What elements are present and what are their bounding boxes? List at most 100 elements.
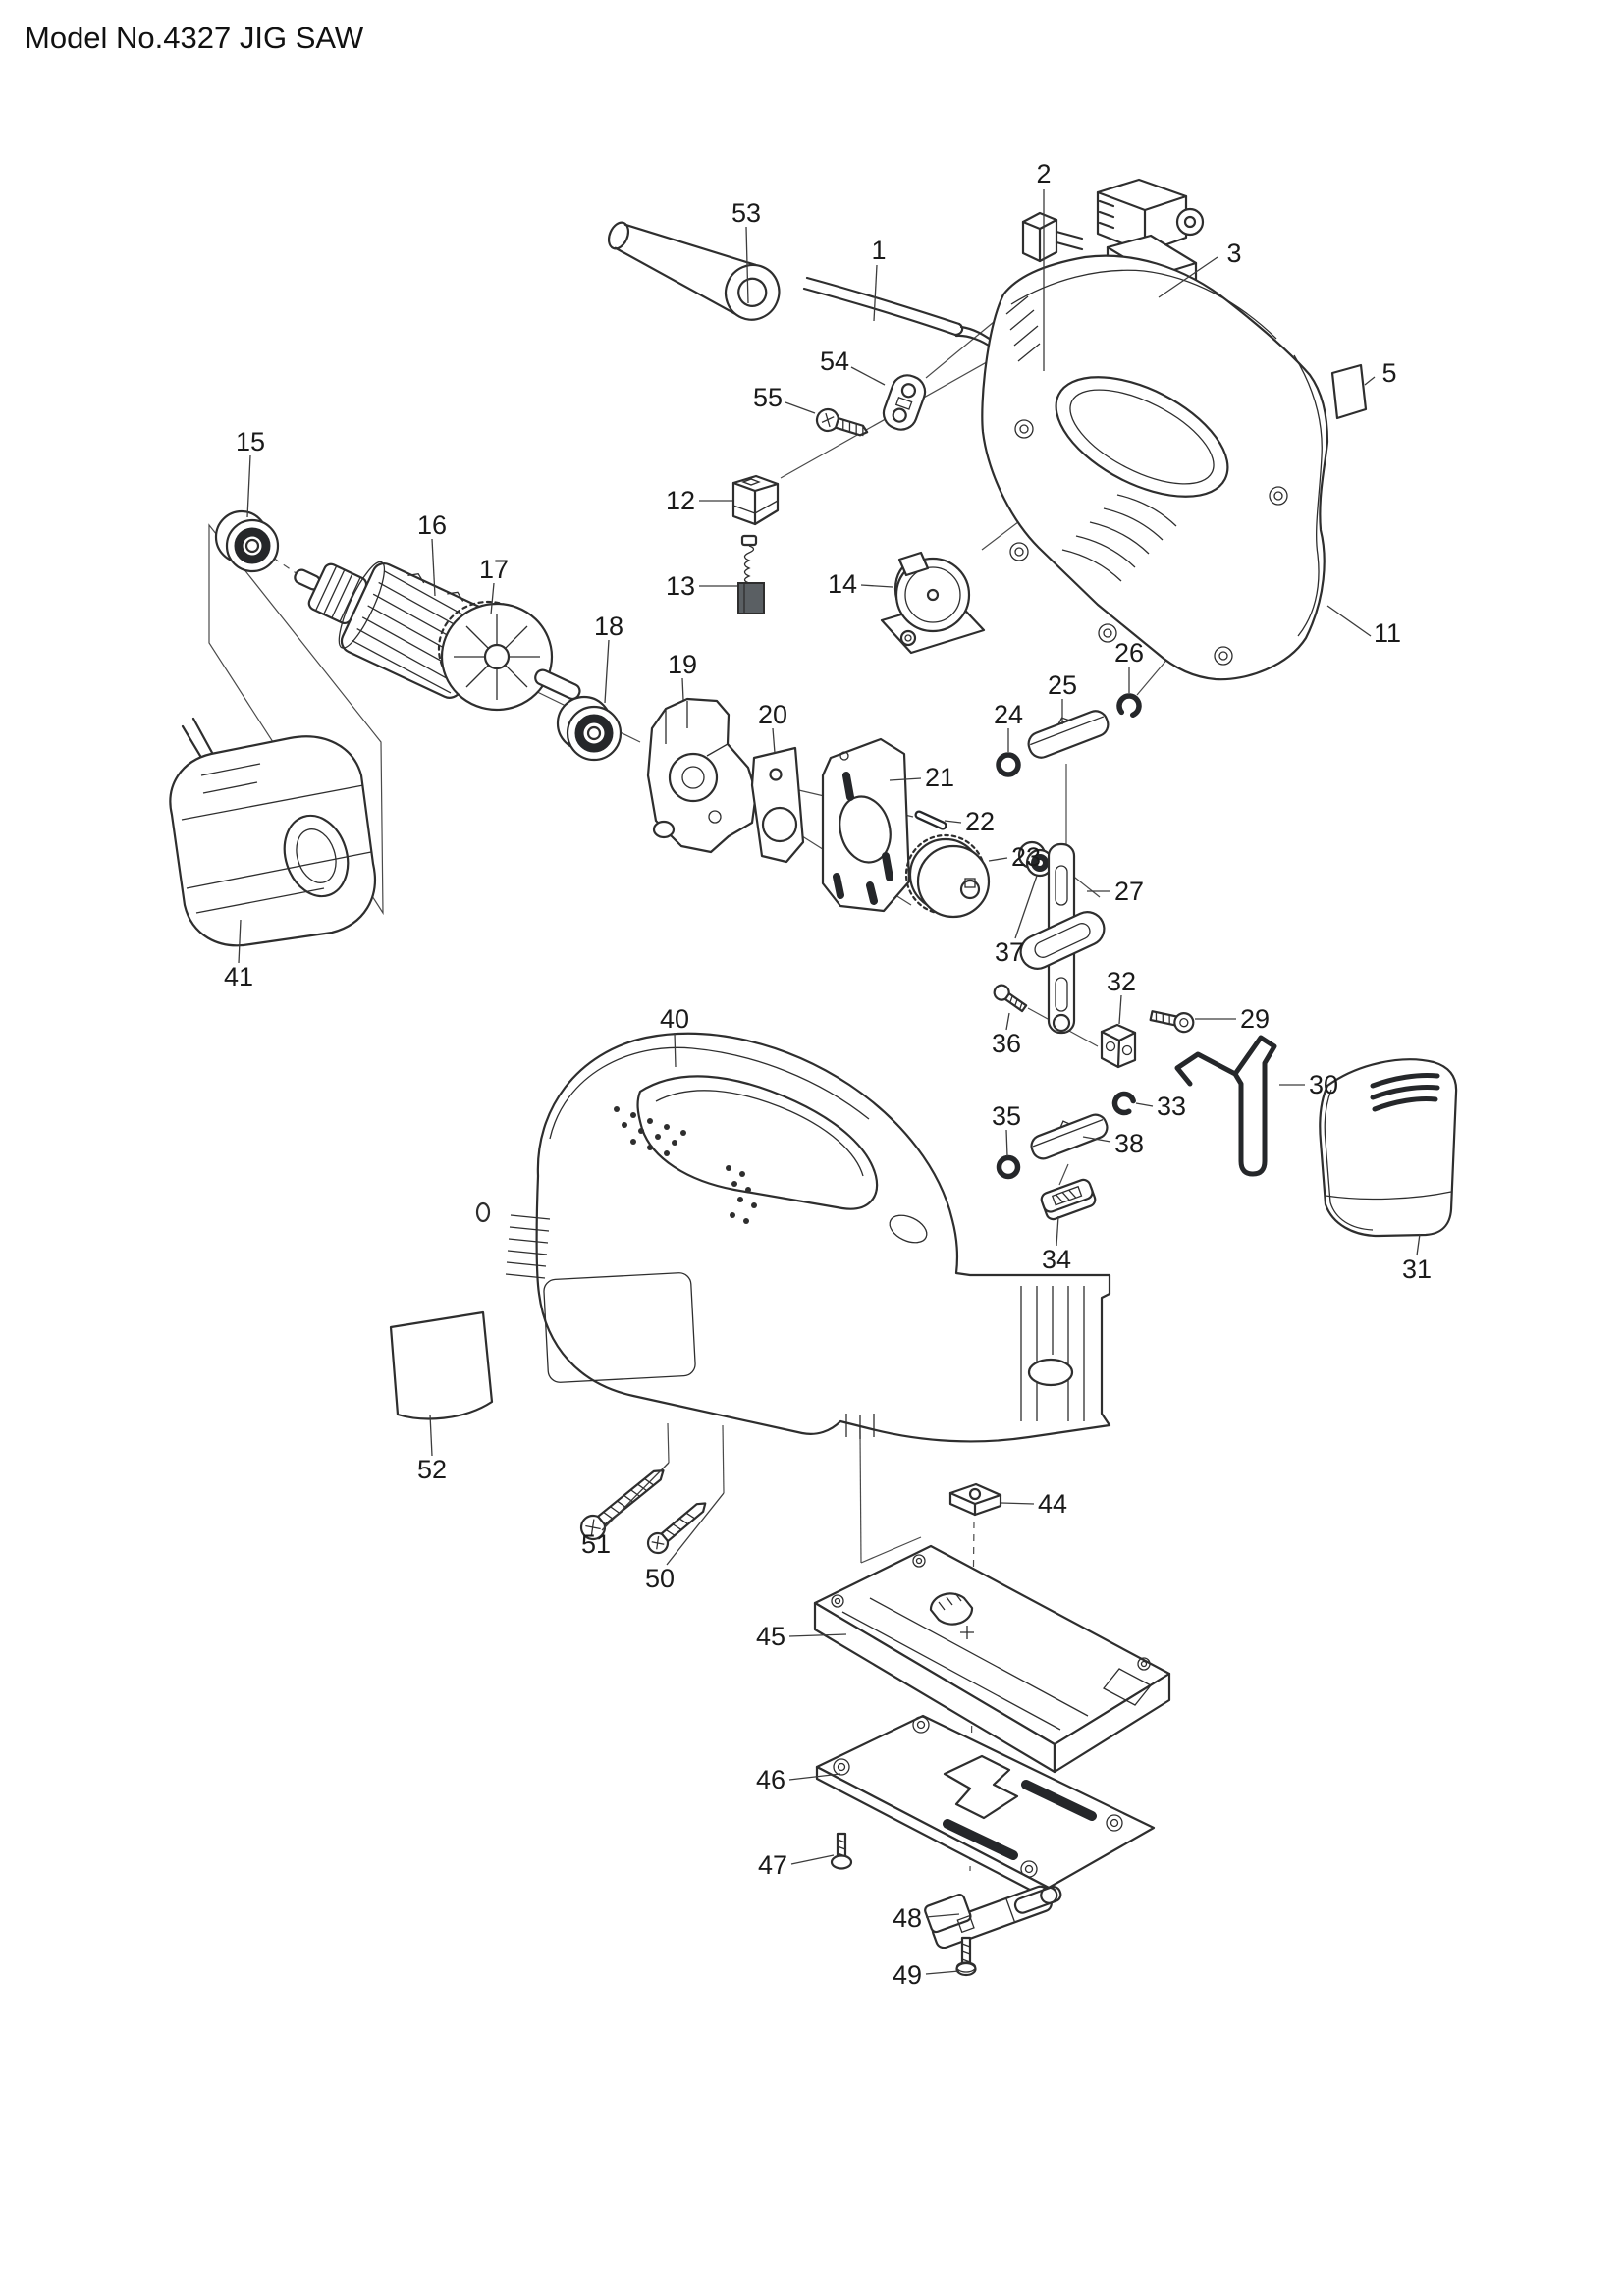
callout-32: 32	[1107, 967, 1136, 996]
callout-17: 17	[479, 555, 509, 584]
callout-20: 20	[758, 700, 787, 729]
leader-line-20	[772, 727, 776, 754]
part-13-carbon-brush-drawing	[737, 534, 765, 614]
callout-19: 19	[668, 650, 697, 679]
leader-line-19	[681, 677, 684, 701]
part-36-screw-drawing	[993, 984, 1028, 1013]
callout-47: 47	[758, 1850, 787, 1880]
leader-line-53	[745, 226, 749, 304]
leader-line-33	[1135, 1102, 1154, 1107]
callout-35: 35	[992, 1101, 1021, 1131]
callout-11: 11	[1374, 618, 1401, 648]
part-21-bearing-plate-drawing	[821, 737, 911, 913]
part-53-cord-guard-drawing	[607, 221, 781, 321]
leader-line-40	[674, 1032, 677, 1068]
callout-30: 30	[1309, 1070, 1338, 1099]
callout-13: 13	[666, 571, 695, 601]
leader-line-5	[1364, 376, 1376, 386]
part-2-terminal-drawing	[1021, 211, 1084, 263]
callout-27: 27	[1114, 877, 1144, 906]
callout-2: 2	[1036, 159, 1051, 188]
part-31-cover-drawing	[1319, 1058, 1458, 1238]
part-35-oring-drawing	[996, 1154, 1021, 1180]
callout-16: 16	[417, 510, 447, 540]
part-22-pin-drawing	[914, 810, 947, 830]
callout-55: 55	[753, 383, 783, 412]
part-37-bushing-drawing	[1017, 840, 1055, 878]
part-20-plate-drawing	[750, 746, 805, 864]
leader-line-41	[238, 919, 242, 964]
callout-34: 34	[1042, 1245, 1071, 1274]
part-49-screw-drawing	[955, 1936, 977, 1977]
leader-line-52	[429, 1414, 433, 1457]
callout-33: 33	[1157, 1092, 1186, 1121]
leader-line-15	[246, 454, 251, 518]
part-48-holder-drawing	[924, 1885, 1062, 1949]
callout-38: 38	[1114, 1129, 1144, 1158]
part-33-ring-drawing	[1111, 1091, 1137, 1116]
leader-line-32	[1118, 994, 1122, 1025]
part-38-slider-drawing	[1030, 1113, 1109, 1160]
callout-18: 18	[594, 612, 623, 641]
part-47-screw-drawing	[830, 1832, 853, 1870]
callout-22: 22	[965, 807, 995, 836]
part-27-lever-drawing	[1019, 842, 1106, 1035]
part-55-screw-drawing	[815, 407, 869, 437]
part-19-gear-housing-cover-drawing	[646, 697, 758, 854]
part-34-plate-drawing	[1040, 1178, 1097, 1221]
part-26-ring-drawing	[1116, 693, 1142, 719]
part-32-block-drawing	[1100, 1023, 1137, 1069]
callout-36: 36	[992, 1029, 1021, 1058]
leader-line-46	[788, 1773, 841, 1781]
leader-line-54	[850, 366, 886, 386]
leader-line-37	[1014, 875, 1038, 939]
leader-line-49	[925, 1970, 960, 1975]
leader-line-38	[1082, 1136, 1111, 1143]
leader-line-21	[889, 777, 922, 781]
leader-line-3	[1158, 256, 1218, 298]
part-23-gear-drawing	[904, 833, 991, 919]
callout-26: 26	[1114, 638, 1144, 667]
part-44-square-nut-drawing	[948, 1482, 1002, 1517]
callout-45: 45	[756, 1622, 785, 1651]
callout-52: 52	[417, 1455, 447, 1484]
leader-line-23	[988, 857, 1008, 862]
callout-5: 5	[1381, 358, 1396, 388]
callout-40: 40	[660, 1004, 689, 1034]
callout-21: 21	[925, 763, 954, 792]
leader-line-48	[925, 1913, 960, 1918]
callout-48: 48	[893, 1903, 922, 1933]
leader-line-51	[601, 1462, 670, 1531]
leader-line-17	[490, 582, 495, 615]
callout-54: 54	[820, 347, 849, 376]
callout-46: 46	[756, 1765, 785, 1794]
callout-23: 23	[1011, 842, 1041, 872]
callout-31: 31	[1402, 1255, 1432, 1284]
callout-15: 15	[236, 427, 265, 456]
page-title: Model No.4327 JIG SAW	[25, 21, 364, 55]
leader-line-45	[788, 1633, 847, 1637]
leader-line-16	[431, 538, 436, 597]
leader-line-47	[790, 1854, 835, 1865]
part-30-wire-guard-drawing	[1174, 1035, 1277, 1177]
part-12-brush-holder-drawing	[731, 474, 780, 526]
callout-50: 50	[645, 1564, 675, 1593]
callout-41: 41	[224, 962, 253, 991]
part-5-plate-drawing	[1330, 363, 1368, 420]
callout-12: 12	[666, 486, 695, 515]
part-24-oring-drawing	[996, 752, 1021, 777]
callout-24: 24	[994, 700, 1023, 729]
leader-line-36	[1005, 1012, 1010, 1031]
leader-line-14	[860, 584, 893, 588]
part-29-screw-drawing	[1149, 1010, 1195, 1034]
callout-37: 37	[995, 937, 1024, 967]
leader-line-31	[1416, 1233, 1421, 1256]
leader-line-18	[604, 639, 610, 704]
leader-line-44	[1001, 1502, 1035, 1505]
leader-line-1	[873, 264, 878, 322]
callout-51: 51	[581, 1529, 611, 1559]
part-15-ball-bearing-drawing	[214, 509, 280, 573]
